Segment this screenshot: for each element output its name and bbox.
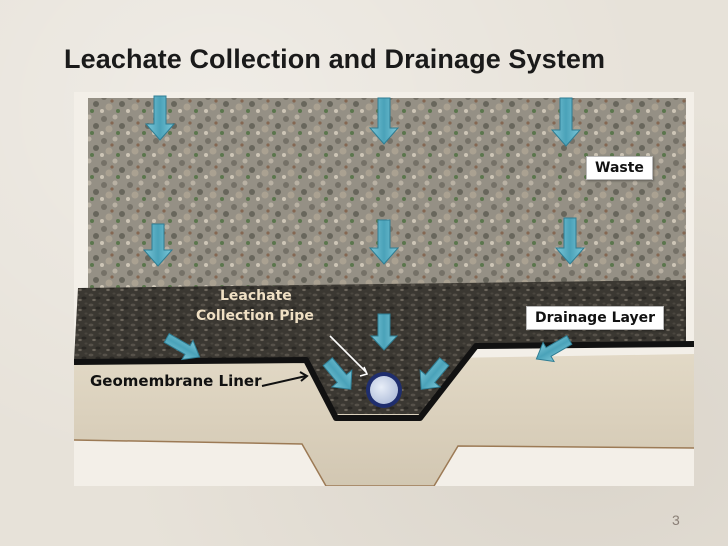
down-arrow-icon — [554, 217, 586, 265]
geomembrane-liner-label: Geomembrane Liner — [90, 372, 262, 390]
page-number: 3 — [672, 512, 680, 528]
leachate-collection-pipe — [366, 372, 402, 408]
liner-pointer-line — [261, 375, 307, 387]
down-arrow-icon — [142, 223, 174, 267]
leachate-pipe-label-line2: Collection Pipe — [196, 308, 314, 324]
left-arrow-icon — [535, 334, 573, 363]
soil-bottom-line — [74, 439, 694, 486]
right-arrow-icon — [163, 332, 201, 361]
down-arrow-icon — [369, 313, 399, 351]
landfill-cross-section — [74, 92, 694, 486]
down-arrow-icon — [144, 95, 176, 141]
diagonal-arrow-icon — [322, 357, 353, 390]
waste-arrows — [142, 95, 586, 267]
drainage-arrows — [163, 313, 573, 390]
diagonal-arrow-icon — [419, 357, 450, 390]
geomembrane-liner — [74, 341, 694, 421]
slide-title: Leachate Collection and Drainage System — [64, 44, 606, 74]
leachate-pipe-label-line1: Leachate — [220, 288, 292, 304]
down-arrow-icon — [368, 219, 400, 265]
waste-label: Waste — [586, 156, 653, 180]
landfill-diagram: Waste Drainage Layer Leachate Collection… — [74, 92, 694, 486]
down-arrow-icon — [550, 97, 582, 147]
drainage-layer-label: Drainage Layer — [526, 306, 665, 330]
down-arrow-icon — [368, 97, 400, 145]
pipe-pointer-line — [329, 335, 367, 373]
waste-layer — [88, 98, 686, 290]
